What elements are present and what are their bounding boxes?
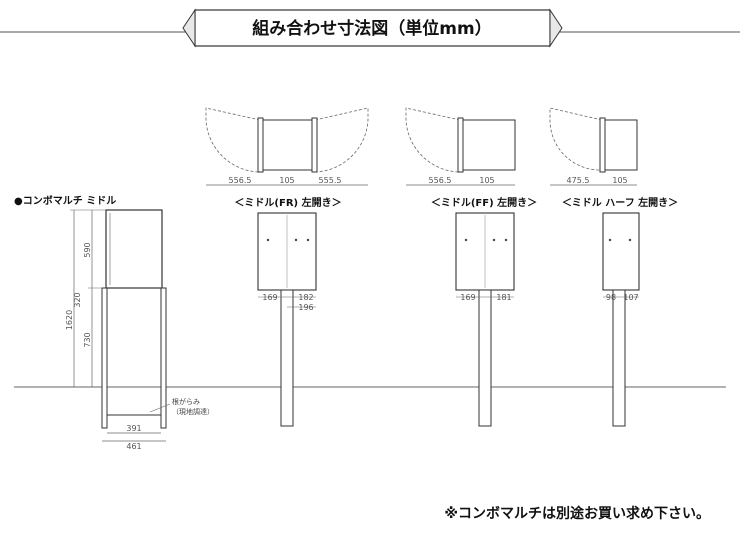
- base-note-line1: 根がらみ: [172, 397, 200, 406]
- ff-front-left-dim: 169: [460, 293, 475, 302]
- fr-top-mid-dim: 105: [279, 176, 294, 185]
- base-leg-left: [101, 287, 108, 429]
- fr-label: ＜ミドル(FR) 左開き＞: [234, 196, 341, 209]
- base-label: ●コンボマルチ ミドル: [14, 194, 116, 207]
- dim-1620: 1620: [65, 310, 74, 330]
- ff-front-mid-dim: 181: [496, 293, 511, 302]
- ff-top-left-dim: 556.5: [429, 176, 452, 185]
- title-banner: 組み合わせ寸法図（単位mm）: [0, 8, 740, 48]
- variant-ff: 556.5 105 ＜ミドル(FF) 左開き＞ 169 181: [405, 107, 537, 427]
- variant-fr: 556.5 105 555.5 ＜ミドル(FR) 左開き＞ 169 182 19…: [205, 107, 369, 427]
- fr-front-left-dim: 169: [262, 293, 277, 302]
- fr-top-left-dim: 556.5: [229, 176, 252, 185]
- fr-top-right-dim: 555.5: [319, 176, 342, 185]
- page-title: 組み合わせ寸法図（単位mm）: [252, 18, 491, 39]
- fr-front-mid-dim: 182: [298, 293, 313, 302]
- half-front-left-dim: 98: [606, 293, 616, 302]
- base-note-line2: （現地調達）: [172, 407, 214, 416]
- dim-320: 320: [73, 292, 82, 307]
- ff-label: ＜ミドル(FF) 左開き＞: [431, 196, 537, 209]
- dim-391: 391: [126, 424, 141, 433]
- dim-590: 590: [83, 242, 92, 257]
- half-top-mid-dim: 105: [612, 176, 627, 185]
- dim-730: 730: [83, 332, 92, 347]
- fr-front-right-dim: 196: [298, 303, 313, 312]
- base-unit: ●コンボマルチ ミドル 590 320 730 1620 391 461 根がら…: [14, 194, 214, 451]
- dim-461: 461: [126, 442, 141, 451]
- half-label: ＜ミドル ハーフ 左開き＞: [562, 196, 678, 209]
- variant-half: 475.5 105 ＜ミドル ハーフ 左開き＞ 98 107: [549, 107, 678, 427]
- half-front-mid-dim: 107: [623, 293, 638, 302]
- cabinet-body: [105, 209, 163, 289]
- footnote: ※コンボマルチは別途お買い求め下さい。: [444, 505, 710, 522]
- ff-top-mid-dim: 105: [479, 176, 494, 185]
- base-leg-right: [160, 287, 167, 429]
- half-top-left-dim: 475.5: [567, 176, 590, 185]
